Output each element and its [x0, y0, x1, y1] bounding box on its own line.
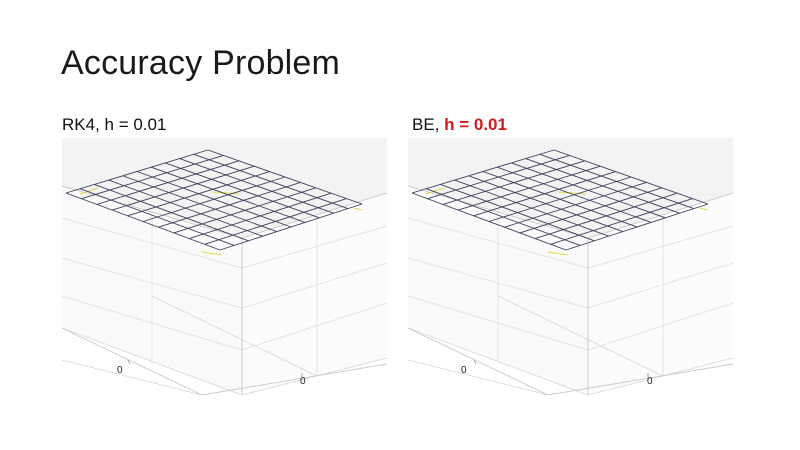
- axes-edge: [587, 192, 733, 239]
- mesh-line: [519, 187, 662, 234]
- mesh-line: [207, 149, 363, 205]
- slide-title: Accuracy Problem: [61, 44, 341, 82]
- wall-gridline: [241, 225, 387, 269]
- mesh-line: [204, 198, 347, 245]
- contour-segment: [699, 207, 709, 211]
- contour-segment: [425, 187, 445, 195]
- floor-gridline: [497, 295, 664, 377]
- axes-edge: [62, 327, 203, 395]
- panel-label-be: BE, h = 0.01: [412, 115, 507, 135]
- panel-label-rk4: RK4, h = 0.01: [62, 115, 166, 135]
- y-tick-label: 0: [300, 376, 306, 387]
- wall-gridline: [241, 302, 387, 351]
- mesh-line: [497, 166, 652, 223]
- contour-segment: [211, 191, 241, 195]
- axes-edge: [408, 327, 549, 395]
- axes-frame: [62, 138, 387, 395]
- x-tick-mark: [473, 359, 477, 365]
- plot-svg: 0 0: [408, 138, 733, 395]
- contour-segment: [353, 207, 363, 211]
- right-wall: [242, 193, 387, 395]
- mesh-line: [193, 153, 348, 210]
- mesh-line: [511, 162, 666, 219]
- mesh-line: [179, 158, 334, 214]
- surface-mesh: [65, 149, 363, 256]
- x-tick-label: 0: [117, 365, 123, 376]
- contour-segment: [557, 191, 587, 195]
- axes-edge: [62, 185, 243, 239]
- mesh-line: [504, 181, 647, 228]
- contour-segment: [547, 251, 569, 256]
- plot-svg: 0 0: [62, 138, 387, 395]
- floor-gridline: [408, 359, 549, 395]
- mesh-line: [142, 176, 286, 222]
- wall-gridline: [587, 225, 733, 269]
- contour-segment: [201, 251, 223, 256]
- x-tick-label: 0: [461, 365, 467, 376]
- mesh-line: [535, 192, 678, 240]
- mesh-line: [158, 181, 301, 228]
- axes-edge: [201, 363, 387, 395]
- mesh-line: [553, 149, 709, 205]
- axes-frame: [408, 138, 733, 395]
- surface-plot-rk4[interactable]: 0 0: [62, 138, 387, 395]
- floor-gridline: [62, 327, 243, 395]
- x-tick-mark: [127, 359, 131, 365]
- surface-plot-be[interactable]: 0 0: [408, 138, 733, 395]
- contour-segment: [79, 187, 99, 195]
- mesh-line: [189, 192, 332, 240]
- mesh-line: [151, 166, 306, 223]
- mesh-line: [565, 203, 709, 251]
- surface-mesh: [411, 149, 709, 256]
- mesh-line: [165, 162, 320, 219]
- mesh-line: [219, 203, 363, 251]
- wall-gridline: [587, 262, 733, 309]
- floor-gridline: [62, 359, 203, 395]
- mesh-line: [488, 176, 632, 222]
- mesh-line: [539, 153, 694, 210]
- panel-label-text: RK4, h = 0.01: [62, 115, 167, 134]
- right-wall: [588, 193, 733, 395]
- panel-label-text: BE,: [412, 115, 445, 134]
- axes-edge: [408, 185, 589, 239]
- mesh-line: [525, 158, 680, 214]
- axes-edge: [241, 192, 387, 239]
- axes-edge: [547, 363, 733, 395]
- y-tick-label: 0: [647, 376, 653, 387]
- floor-gridline: [408, 327, 589, 395]
- wall-gridline: [241, 262, 387, 309]
- wall-gridline: [587, 302, 733, 351]
- mesh-line: [550, 198, 693, 245]
- floor-gridline: [151, 295, 318, 377]
- mesh-line: [173, 187, 316, 234]
- panel-label-highlight: h = 0.01: [444, 115, 507, 134]
